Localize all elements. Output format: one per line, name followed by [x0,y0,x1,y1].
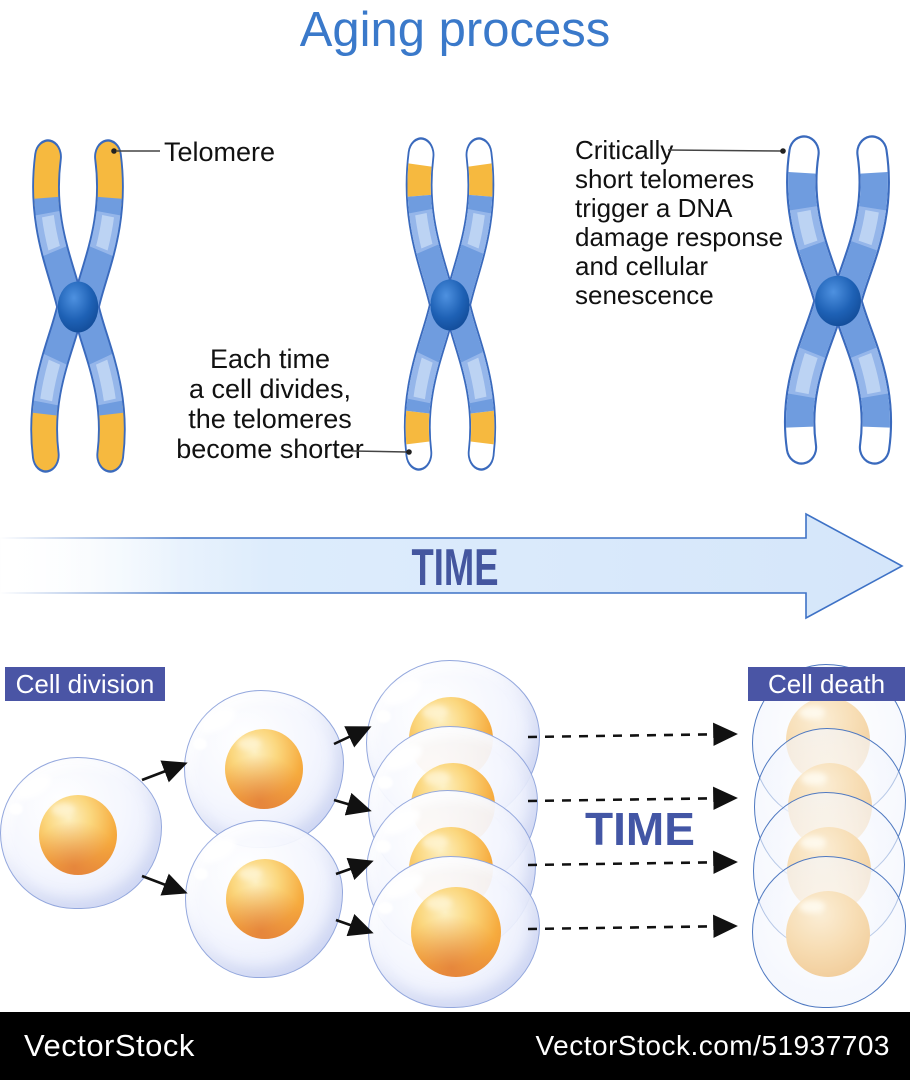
cell [184,690,344,848]
cell-nucleus [39,795,117,875]
time-arrow [0,505,904,630]
chromosome-shortened-telomeres-illustration [403,137,497,471]
cell-nucleus [225,729,303,809]
time-label: TIME [585,803,695,855]
cell-division-badge: Cell division [5,667,165,701]
cell-nucleus [226,859,304,939]
cell-nucleus [411,887,501,977]
watermark-bar: VectorStock VectorStock.com/51937703 [0,1012,910,1080]
vectorstock-credit: VectorStock.com/51937703 [535,1030,890,1061]
time-arrow-label: TIME [411,539,499,597]
senescence-note: Critically short telomeres trigger a DNA… [575,135,784,310]
cell [368,856,540,1008]
division-note: Each time a cell divides, the telomeres … [176,344,364,464]
cell [185,820,343,978]
centromere [57,281,99,333]
dead-cell [752,856,906,1008]
telomere-label: Telomere [164,137,276,167]
centromere [815,275,861,327]
chromosome-long-telomeres-illustration [30,139,126,473]
page-title: Aging process [299,3,611,57]
vectorstock-logo: VectorStock [24,1028,195,1063]
centromere [430,279,470,331]
chromosome-critically-short-telomeres-illustration [783,135,893,465]
cell [0,757,162,909]
dead-cell-nucleus [786,891,870,977]
cell-death-badge: Cell death [748,667,905,701]
